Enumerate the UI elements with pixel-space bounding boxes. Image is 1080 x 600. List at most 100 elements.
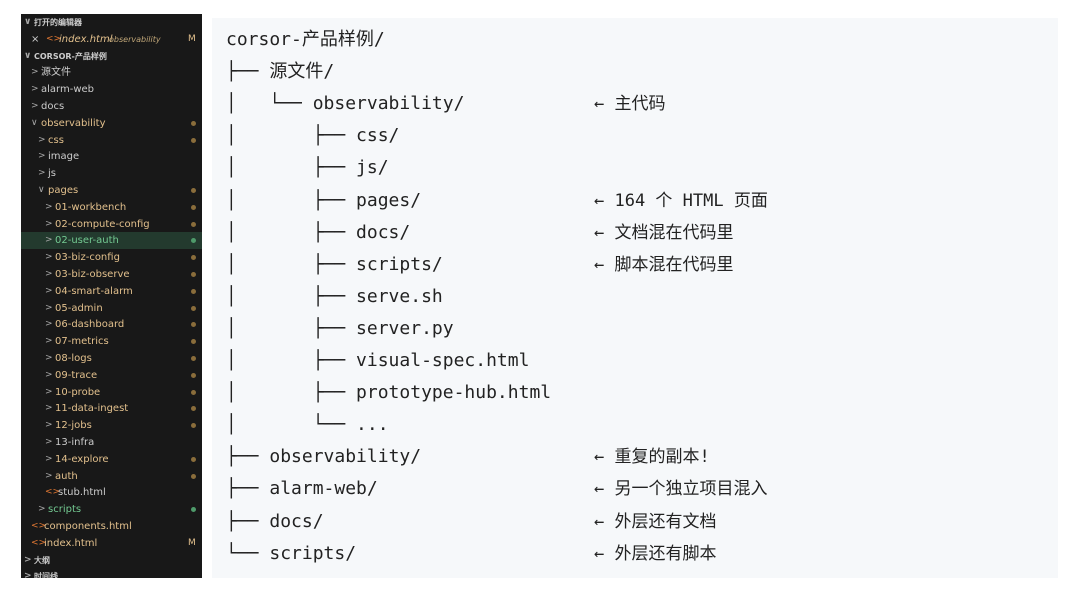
folder-item[interactable]: >js [21,165,202,182]
folder-item[interactable]: >css [21,132,202,149]
chevron-right-icon[interactable]: > [45,285,53,296]
chevron-right-icon[interactable]: > [45,353,53,363]
git-status-dot [191,456,196,462]
item-label: 03-biz-observe [55,269,130,280]
item-label: docs [41,101,65,112]
folder-item[interactable]: >12-jobs [21,417,202,434]
git-modified-badge: M [188,537,196,548]
folder-item[interactable]: >11-data-ingest [21,400,202,417]
tree-entry-name: docs/ [269,510,324,532]
tree-line: ├── 源文件/ [226,58,334,86]
file-item[interactable]: <>components.html [21,518,202,535]
item-label: 07-metrics [55,336,109,348]
folder-item[interactable]: >scripts [21,501,202,518]
chevron-right-icon[interactable]: > [38,151,46,162]
file-item[interactable]: <>stub.html [21,484,202,501]
folder-item[interactable]: >05-admin [21,300,202,317]
chevron-right-icon[interactable]: > [38,134,46,145]
section-header[interactable]: ∨打开的编辑器 [21,14,202,31]
chevron-right-icon[interactable]: > [45,453,53,464]
chevron-right-icon[interactable]: > [45,201,53,212]
section-header[interactable]: >时间线 [21,568,202,578]
folder-item[interactable]: >04-smart-alarm [21,283,202,300]
chevron-right-icon[interactable]: > [45,218,53,229]
tree-line: │ ├── visual-spec.html [226,347,529,375]
chevron-right-icon[interactable]: > [45,336,53,347]
item-label: 02-compute-config [55,218,150,230]
section-header[interactable]: ∨CORSOR-产品样例 [21,48,202,65]
folder-item[interactable]: >02-compute-config [21,216,202,233]
tree-entry-name: docs/ [356,221,411,243]
folder-item[interactable]: ∨observability [21,115,202,132]
tree-connector: │ ├── [226,125,357,147]
chevron-right-icon[interactable]: > [38,168,46,179]
chevron-right-icon[interactable]: > [31,84,39,95]
item-label: 08-logs [55,353,92,364]
folder-item[interactable]: >09-trace [21,367,202,384]
tree-connector: │ ├── [226,157,357,179]
folder-item[interactable]: >13-infra [21,434,202,451]
chevron-right-icon[interactable]: > [45,470,53,481]
item-label: 14-explore [55,453,109,465]
chevron-right-icon[interactable]: > [24,571,32,578]
chevron-right-icon[interactable]: > [45,319,53,330]
item-label: 12-jobs [55,420,92,432]
chevron-right-icon[interactable]: > [45,302,53,313]
chevron-down-icon[interactable]: ∨ [24,50,32,61]
tree-connector: │ ├── [226,382,357,404]
chevron-right-icon[interactable]: > [45,403,53,414]
folder-item[interactable]: ∨pages [21,182,202,199]
folder-item[interactable]: >01-workbench [21,199,202,216]
folder-item[interactable]: >03-biz-config [21,249,202,266]
item-label: auth [55,470,78,482]
tree-entry-name: observability/ [269,446,422,468]
tree-annotation: ← 另一个独立项目混入 [594,479,768,500]
chevron-down-icon[interactable]: ∨ [31,117,38,128]
tree-line: │ ├── css/ [226,122,399,150]
folder-item[interactable]: >02-user-auth [21,232,202,250]
tree-connector: ├── [226,61,270,83]
folder-item[interactable]: >14-explore [21,451,202,468]
chevron-right-icon[interactable]: > [31,67,39,78]
tree-line: │ ├── scripts/ [226,251,443,279]
close-icon[interactable]: × [31,33,40,45]
tree-connector: │ ├── [226,189,357,211]
item-label: image [48,151,80,163]
git-status-dot [191,120,196,126]
chevron-right-icon[interactable]: > [45,269,53,279]
item-label: 源文件 [41,67,71,79]
chevron-right-icon[interactable]: > [38,504,46,515]
tree-line: ├── observability/ [226,443,421,471]
chevron-down-icon[interactable]: ∨ [38,185,45,195]
chevron-right-icon[interactable]: > [45,386,53,397]
item-label: 05-admin [55,302,103,314]
item-label: components.html [44,521,132,532]
folder-item[interactable]: >03-biz-observe [21,266,202,283]
section-header[interactable]: >大纲 [21,552,202,569]
folder-item[interactable]: >06-dashboard [21,316,202,333]
chevron-right-icon[interactable]: > [45,235,53,246]
chevron-right-icon[interactable]: > [31,101,39,111]
chevron-down-icon[interactable]: ∨ [24,17,32,27]
tree-connector: ├── [226,478,270,500]
tree-line: │ ├── pages/ [226,187,421,215]
folder-item[interactable]: >10-probe [21,384,202,401]
folder-item[interactable]: >alarm-web [21,81,202,98]
chevron-right-icon[interactable]: > [45,252,53,263]
chevron-right-icon[interactable]: > [45,369,53,380]
folder-item[interactable]: >docs [21,98,202,115]
folder-item[interactable]: >image [21,148,202,165]
folder-item[interactable]: >08-logs [21,350,202,367]
tree-entry-name: ... [356,414,389,436]
chevron-right-icon[interactable]: > [45,437,53,447]
chevron-right-icon[interactable]: > [24,554,32,565]
folder-item[interactable]: >auth [21,468,202,485]
folder-item[interactable]: >源文件 [21,64,202,81]
tree-connector: │ ├── [226,317,357,339]
chevron-right-icon[interactable]: > [45,420,53,431]
item-label: index.html [59,33,113,45]
folder-item[interactable]: >07-metrics [21,333,202,350]
